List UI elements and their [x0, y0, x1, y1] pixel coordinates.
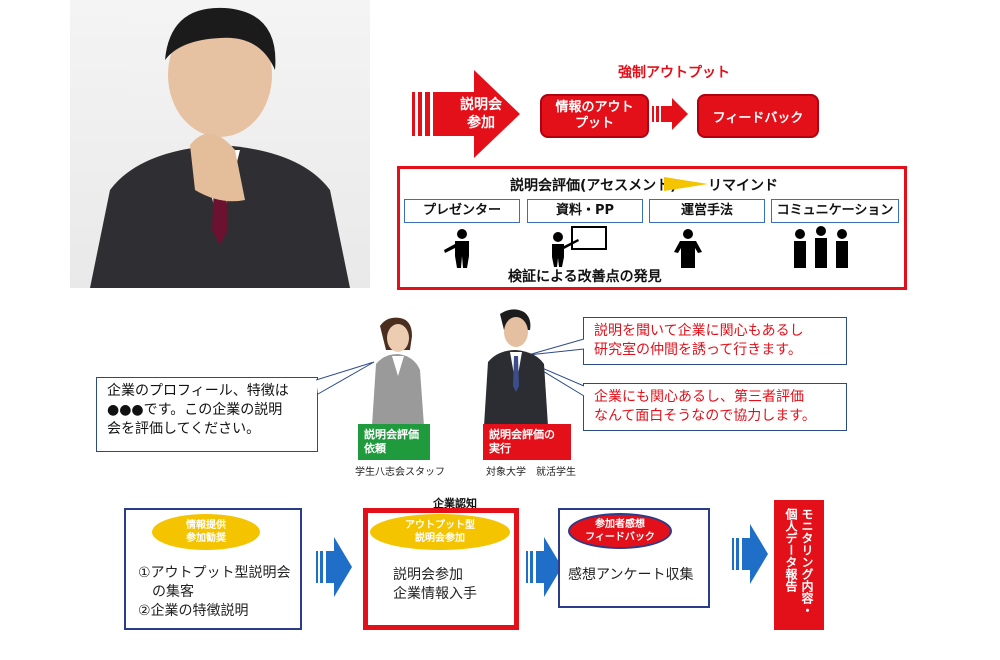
category-presenter: プレゼンター: [404, 199, 520, 223]
staff-woman-photo: [362, 316, 442, 426]
staff-caption: 学生八志会スタッフ: [355, 467, 445, 478]
left-callout: 企業のプロフィール、特徴は ●●●です。この企業の説明 会を評価してください。: [96, 377, 318, 452]
step4-text: モニタリング内容・ 個人データ報告: [784, 508, 814, 616]
flow-arrow-1: [316, 535, 352, 599]
right-callout-1: 説明を聞いて企業に関心もあるし 研究室の仲間を誘って行きます。: [583, 317, 847, 365]
forced-output-title: 強制アウトプット: [618, 65, 730, 81]
businessman-photo: [70, 0, 370, 288]
category-communication: コミュニケーション: [771, 199, 899, 223]
assessment-footer: 検証による改善点の発見: [508, 269, 662, 285]
remind-label: リマインド: [708, 178, 778, 194]
left-callout-pointer: [315, 360, 376, 400]
speaker-icon: [668, 228, 708, 268]
student-caption: 対象大学 就活学生: [486, 467, 576, 478]
staff-tag: 説明会評価 依頼: [358, 424, 430, 460]
slide-pointer-icon: [548, 225, 608, 267]
flow-arrow-2: [526, 535, 562, 599]
category-materials: 資料・PP: [527, 199, 643, 223]
step1-oval: 情報提供 参加勧奨: [152, 514, 260, 550]
feedback-box: フィードバック: [697, 94, 819, 138]
assessment-title: 説明会評価(アセスメント): [510, 178, 677, 194]
step1-text: ①アウトプット型説明会 の集客 ②企業の特徴説明: [138, 565, 291, 619]
session-arrow-label: 説明会 参加: [460, 97, 502, 131]
assessment-frame: [397, 166, 907, 290]
step4-box: モニタリング内容・ 個人データ報告: [774, 500, 824, 630]
group-discussion-icon: [790, 226, 852, 268]
student-man-photo: [478, 306, 558, 426]
step3-text: 感想アンケート収集: [568, 567, 694, 583]
right-callout-2: 企業にも関心あるし、第三者評価 なんて面白そうなので協力します。: [583, 383, 847, 431]
session-arrow: [412, 70, 520, 158]
small-red-arrow: [652, 96, 688, 132]
info-output-box: 情報のアウト プット: [540, 94, 649, 138]
feedback-label: フィードバック: [712, 110, 804, 126]
category-operations: 運営手法: [649, 199, 765, 223]
step2-text: 説明会参加 企業情報入手: [393, 567, 477, 602]
step3-oval: 参加者感想 フィードバック: [568, 513, 672, 549]
student-tag: 説明会評価の 実行: [483, 424, 571, 460]
info-output-label: 情報のアウト プット: [555, 100, 634, 131]
flow-arrow-3: [732, 522, 768, 586]
remind-arrow-icon: [664, 175, 708, 193]
company-recognition-label: 企業認知: [433, 497, 477, 510]
presenter-icon: [440, 228, 480, 268]
step2-oval: アウトプット型 説明会参加: [370, 514, 510, 550]
